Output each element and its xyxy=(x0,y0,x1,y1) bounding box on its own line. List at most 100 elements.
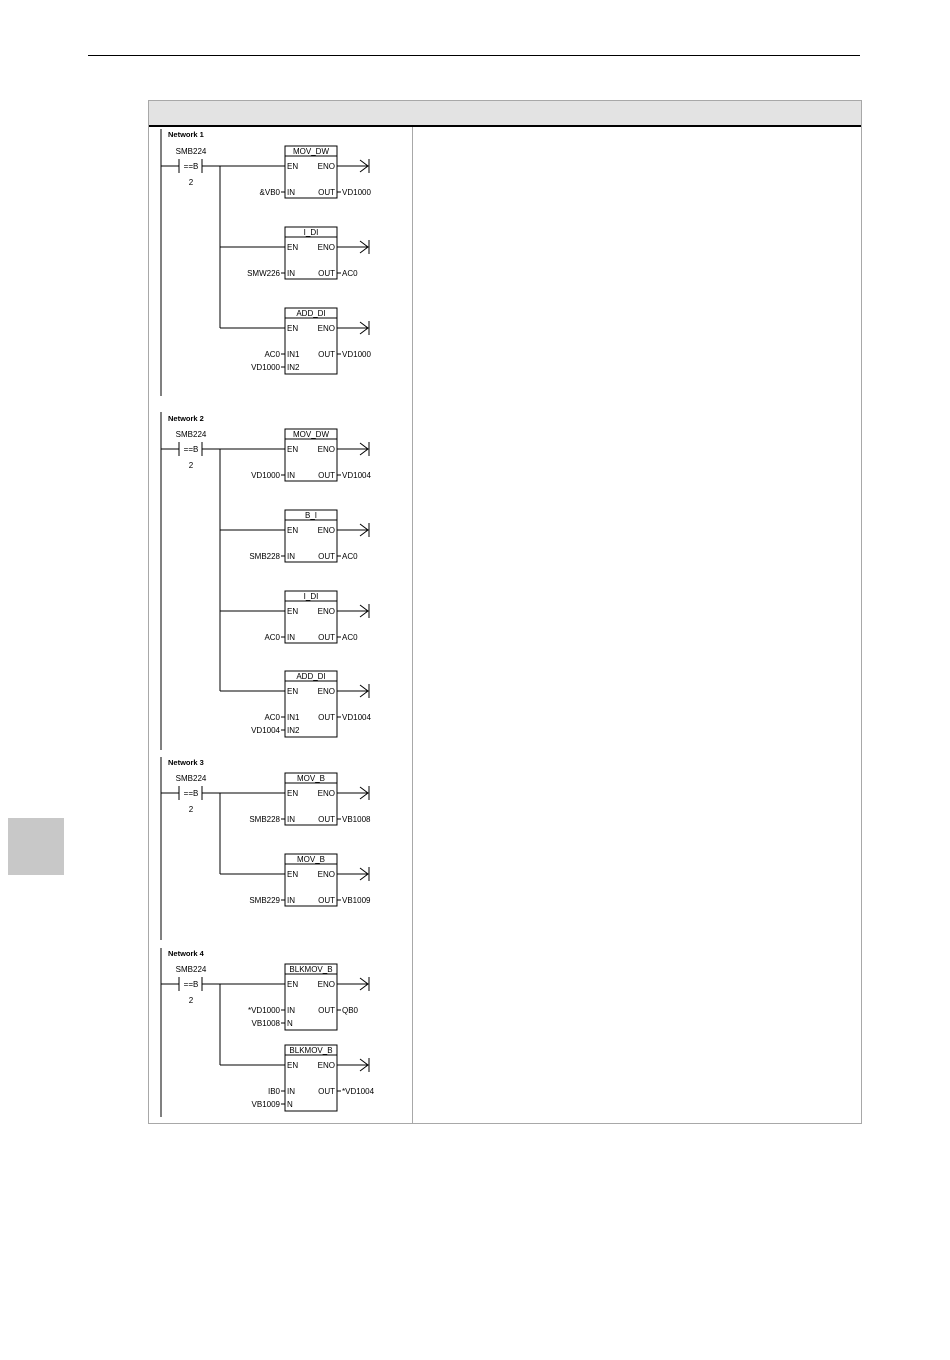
eno-pin: ENO xyxy=(318,870,335,879)
input-pin: IN1 xyxy=(287,350,300,359)
en-pin: EN xyxy=(287,526,298,535)
input-pin: IN xyxy=(287,1087,295,1096)
output-pin: OUT xyxy=(318,471,335,480)
input-operand: SMW226 xyxy=(247,269,280,278)
input-operand: *VD1000 xyxy=(248,1006,281,1015)
contact-operator: ==B xyxy=(184,789,199,798)
output-operand: VD1004 xyxy=(342,713,371,722)
instruction-box xyxy=(284,963,338,1031)
instruction-title: MOV_B xyxy=(297,855,325,864)
output-operand: AC0 xyxy=(342,552,358,561)
instruction-title: I_DI xyxy=(304,592,319,601)
input-pin: IN xyxy=(287,815,295,824)
instruction-box xyxy=(284,590,338,644)
output-operand: QB0 xyxy=(342,1006,359,1015)
input-operand: SMB228 xyxy=(249,815,280,824)
output-operand: AC0 xyxy=(342,269,358,278)
eno-pin: ENO xyxy=(318,526,335,535)
output-operand: VD1004 xyxy=(342,471,371,480)
column-divider xyxy=(412,127,413,1123)
output-operand: *VD1004 xyxy=(342,1087,375,1096)
input-pin: IN xyxy=(287,1006,295,1015)
instruction-box xyxy=(284,1044,338,1112)
input-pin: IN1 xyxy=(287,713,300,722)
eno-arrow xyxy=(359,867,369,881)
instruction-title: I_DI xyxy=(304,228,319,237)
en-pin: EN xyxy=(287,445,298,454)
program-table xyxy=(148,100,862,1124)
input-pin: N xyxy=(287,1100,293,1109)
eno-arrow xyxy=(359,240,369,254)
output-pin: OUT xyxy=(318,1087,335,1096)
instruction-box xyxy=(284,145,338,199)
en-pin: EN xyxy=(287,980,298,989)
en-pin: EN xyxy=(287,607,298,616)
input-operand: VD1004 xyxy=(251,726,280,735)
table-header-row xyxy=(149,101,861,127)
input-operand: VD1000 xyxy=(251,363,280,372)
contact-operator: ==B xyxy=(184,162,199,171)
instruction-box xyxy=(284,226,338,280)
output-operand: VB1009 xyxy=(342,896,371,905)
input-operand: VB1008 xyxy=(252,1019,281,1028)
en-pin: EN xyxy=(287,870,298,879)
eno-pin: ENO xyxy=(318,243,335,252)
input-operand: AC0 xyxy=(264,350,280,359)
input-operand: AC0 xyxy=(264,713,280,722)
contact-value: 2 xyxy=(189,805,194,814)
eno-arrow xyxy=(359,442,369,456)
output-pin: OUT xyxy=(318,350,335,359)
input-operand: SMB228 xyxy=(249,552,280,561)
input-pin: N xyxy=(287,1019,293,1028)
instruction-box xyxy=(284,772,338,826)
output-operand: VB1008 xyxy=(342,815,371,824)
network-label: Network 4 xyxy=(168,949,205,958)
input-pin: IN2 xyxy=(287,726,300,735)
input-operand: &VB0 xyxy=(260,188,281,197)
output-operand: VD1000 xyxy=(342,350,371,359)
contact-value: 2 xyxy=(189,461,194,470)
contact-value: 2 xyxy=(189,996,194,1005)
eno-arrow xyxy=(359,159,369,173)
contact-address: SMB224 xyxy=(176,430,207,439)
instruction-title: MOV_B xyxy=(297,774,325,783)
contact-address: SMB224 xyxy=(176,774,207,783)
instruction-box xyxy=(284,428,338,482)
eno-arrow xyxy=(359,684,369,698)
contact-address: SMB224 xyxy=(176,147,207,156)
contact-value: 2 xyxy=(189,178,194,187)
output-pin: OUT xyxy=(318,552,335,561)
eno-arrow xyxy=(359,523,369,537)
input-operand: IB0 xyxy=(268,1087,281,1096)
eno-pin: ENO xyxy=(318,980,335,989)
input-pin: IN xyxy=(287,896,295,905)
instruction-title: B_I xyxy=(305,511,317,520)
eno-pin: ENO xyxy=(318,789,335,798)
eno-arrow xyxy=(359,786,369,800)
eno-arrow xyxy=(359,977,369,991)
output-operand: VD1000 xyxy=(342,188,371,197)
input-operand: VB1009 xyxy=(252,1100,281,1109)
network-label: Network 3 xyxy=(168,758,204,767)
input-pin: IN xyxy=(287,471,295,480)
eno-arrow xyxy=(359,604,369,618)
eno-pin: ENO xyxy=(318,162,335,171)
input-operand: VD1000 xyxy=(251,471,280,480)
instruction-title: ADD_DI xyxy=(296,309,325,318)
input-operand: AC0 xyxy=(264,633,280,642)
output-pin: OUT xyxy=(318,896,335,905)
en-pin: EN xyxy=(287,789,298,798)
input-pin: IN2 xyxy=(287,363,300,372)
header-rule xyxy=(88,55,860,56)
eno-pin: ENO xyxy=(318,607,335,616)
eno-pin: ENO xyxy=(318,1061,335,1070)
instruction-box xyxy=(284,509,338,563)
input-pin: IN xyxy=(287,188,295,197)
instruction-title: MOV_DW xyxy=(293,430,329,439)
input-pin: IN xyxy=(287,633,295,642)
instruction-title: MOV_DW xyxy=(293,147,329,156)
output-pin: OUT xyxy=(318,713,335,722)
input-pin: IN xyxy=(287,552,295,561)
en-pin: EN xyxy=(287,324,298,333)
